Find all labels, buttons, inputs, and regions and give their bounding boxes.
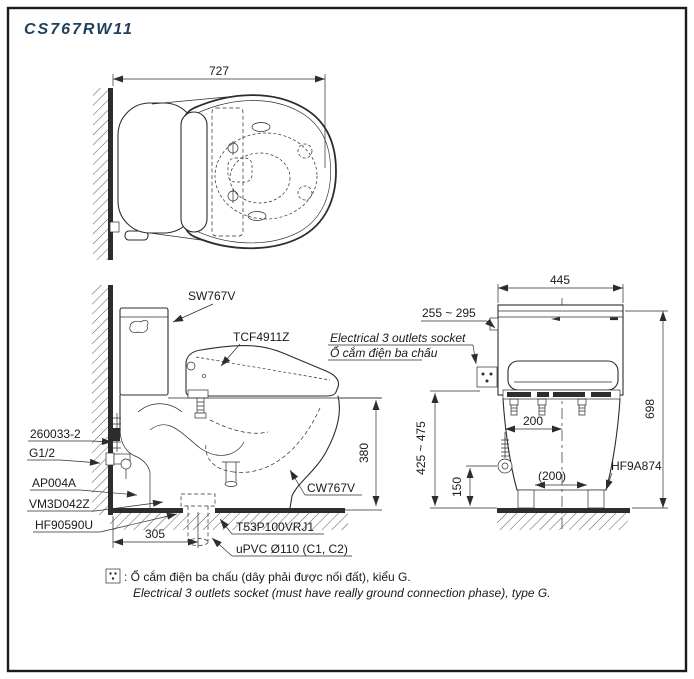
drawing-code-title: CS767RW11 <box>24 21 134 38</box>
floor-line <box>113 508 183 513</box>
dim-727-label: 727 <box>209 64 229 78</box>
dim-380-label: 380 <box>357 443 371 463</box>
bowl-part-label: CW767V <box>307 481 355 495</box>
seat-ring-hidden <box>214 132 318 220</box>
floor-line <box>215 508 345 513</box>
seat-bumper <box>251 122 271 132</box>
power-socket-icon <box>105 568 121 584</box>
socket-callout-vi: Ổ cắm điện ba chấu <box>330 345 438 360</box>
top-view: 727 <box>93 64 337 260</box>
washlet-part-label: TCF4911Z <box>233 330 289 344</box>
hinge-pivot <box>186 361 196 371</box>
dim-200-pitch-label: (200) <box>538 469 566 483</box>
wall-section <box>108 285 113 515</box>
side-view: SW767V TCF4911Z CW767V 260033-2 G1/2 AP0… <box>27 285 382 557</box>
seat-supply-tube <box>196 397 205 414</box>
drain-pipe-label: uPVC Ø110 (C1, C2) <box>236 542 348 556</box>
supply-hose-label: 260033-2 <box>30 427 81 441</box>
drain-pipe-hidden <box>187 506 209 542</box>
wall-section <box>108 88 113 260</box>
wall-hatch <box>93 88 108 260</box>
footnotes: : Ổ cắm điện ba chấu (dây phải được nối … <box>105 568 551 600</box>
note-line-vi: : Ổ cắm điện ba chấu (dây phải được nối … <box>124 569 411 584</box>
socket-callout-en: Electrical 3 outlets socket <box>330 331 466 345</box>
supply-stop-valve <box>497 458 513 474</box>
wall-bolt <box>111 428 120 441</box>
flush-button <box>129 320 149 333</box>
power-socket-icon <box>476 366 498 388</box>
flange-part-label: HF90590U <box>35 518 93 532</box>
bowl-front-profile <box>289 395 341 509</box>
mounting-studs <box>509 398 587 416</box>
dim-698-label: 698 <box>643 399 657 419</box>
nozzle-hidden <box>297 143 313 159</box>
front-view: 445 255 ~ 295 698 425 ~ 475 200 150 (200… <box>328 273 668 532</box>
bolt-foot <box>587 489 605 509</box>
dim-445-label: 445 <box>550 273 570 287</box>
supply-stub <box>109 221 120 233</box>
supply-pipe-top <box>124 230 149 241</box>
stop-valve-handle <box>120 458 132 470</box>
dim-305-label: 305 <box>145 527 165 541</box>
drain-joint-label: T53P100VRJ1 <box>236 520 314 534</box>
wall-connector <box>105 452 115 466</box>
page-border <box>6 6 688 673</box>
dim-255-295-label: 255 ~ 295 <box>422 306 476 320</box>
floor-hatch <box>497 513 628 530</box>
tank-side-outline <box>119 307 169 396</box>
dim-150-label: 150 <box>450 477 464 497</box>
bolt-cap-part-label: HF9A874 <box>611 459 662 473</box>
supply-riser <box>113 413 121 452</box>
bowl-water-hidden <box>229 152 291 204</box>
nozzle-hidden <box>297 185 313 201</box>
bowl-left-profile <box>502 398 518 491</box>
bowl-right-profile <box>605 398 621 491</box>
dim-425-475-label: 425 ~ 475 <box>414 421 428 475</box>
washlet-body-top <box>180 111 208 233</box>
fitting-part-label: VM3D042Z <box>29 497 90 511</box>
trap-opening-hidden <box>227 157 253 183</box>
hidden-base-plate <box>211 107 244 237</box>
dim-200-label: 200 <box>523 414 543 428</box>
thread-size-label: G1/2 <box>29 446 55 460</box>
washlet-side-outline <box>185 345 340 397</box>
supply-inlet-tab <box>489 317 499 331</box>
valve-part-label: AP004A <box>32 476 76 490</box>
tank-part-label: SW767V <box>188 289 235 303</box>
label-underlines <box>27 440 362 557</box>
washlet-back-cover <box>507 360 619 391</box>
drain-flange-hidden <box>180 493 216 507</box>
note-line-en: Electrical 3 outlets socket (must have r… <box>133 586 551 600</box>
seat-bumper <box>247 211 267 221</box>
bowl-rear-foot <box>119 429 151 508</box>
bolt-foot <box>517 489 535 509</box>
floor-line <box>497 508 630 513</box>
wall-hatch <box>92 285 108 515</box>
